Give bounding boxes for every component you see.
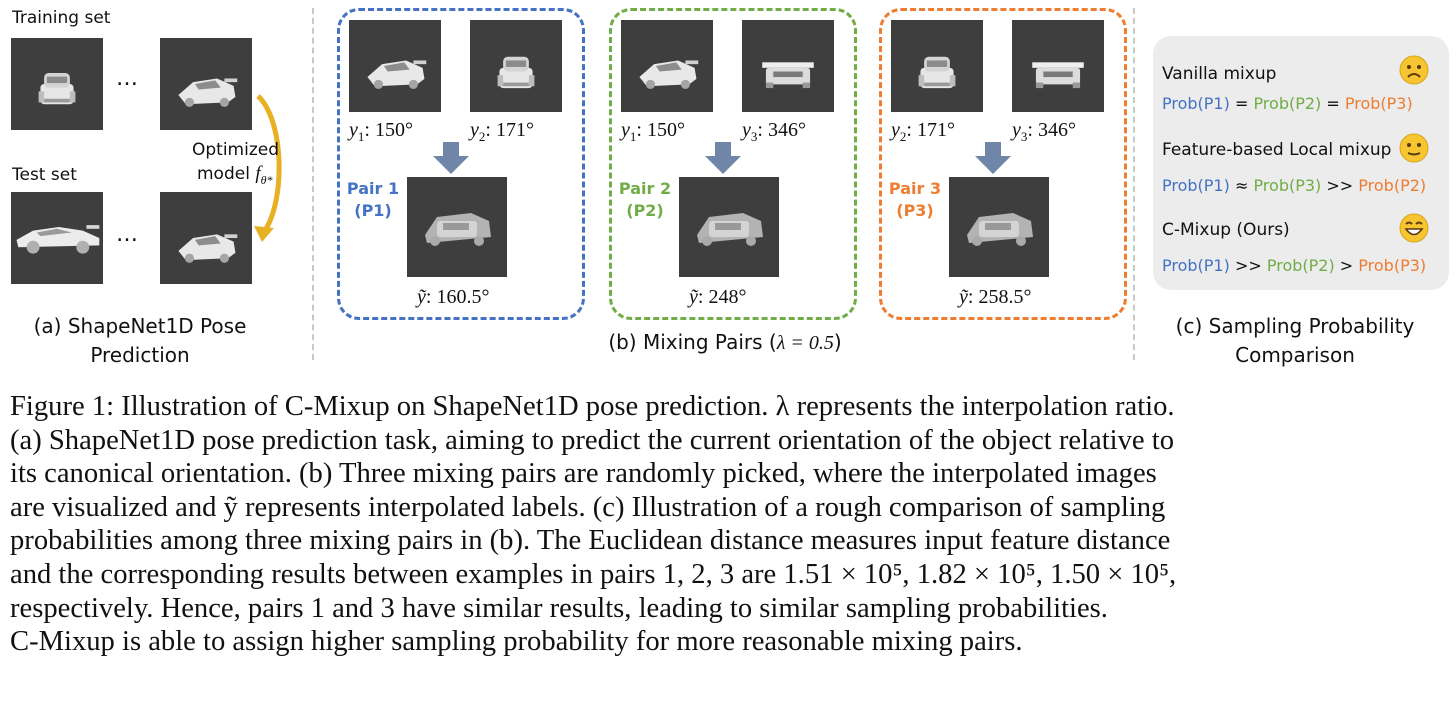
pair-box-1 — [337, 8, 585, 320]
pair-2-tag: Pair 2(P2) — [618, 179, 672, 220]
model-label: model fθ* — [197, 163, 273, 187]
pair-1-label-a: y1: 150° — [349, 119, 413, 144]
caption-line: Figure 1: Illustration of C-Mixup on Sha… — [10, 391, 1175, 422]
sampling-probability-panel: Vanilla mixup Prob(P1) = Prob(P2) = Prob… — [1153, 36, 1449, 290]
pair-2-source-image-a — [621, 20, 713, 112]
training-set-label: Training set — [12, 8, 111, 28]
test-car-image-1 — [11, 192, 103, 284]
caption-line: its canonical orientation. (b) Three mix… — [10, 458, 1157, 490]
sad-face-icon — [1399, 55, 1429, 85]
pair-2-source-image-b — [742, 20, 834, 112]
pair-box-2 — [609, 8, 857, 320]
pair-3-source-image-a — [891, 20, 983, 112]
neutral-face-icon — [1399, 133, 1429, 163]
optimized-label: Optimized — [192, 140, 280, 160]
train-car-image-2 — [160, 38, 252, 130]
separator-right — [1133, 8, 1135, 360]
vanilla-mixup-probabilities: Prob(P1) = Prob(P2) = Prob(P3) — [1162, 94, 1413, 113]
caption-line: are visualized and ỹ represents interpol… — [10, 491, 1166, 523]
local-mixup-label: Feature-based Local mixup — [1162, 140, 1392, 160]
pair-1-source-image-a — [349, 20, 441, 112]
pair-2-label-a: y1: 150° — [621, 119, 685, 144]
pair-1-down-arrow — [433, 142, 469, 174]
local-mixup-probabilities: Prob(P1) ≈ Prob(P3) >> Prob(P2) — [1162, 176, 1427, 195]
pair-2-mixed-image — [679, 177, 779, 277]
pair-3-mixed-label: ỹ: 258.5° — [959, 286, 1032, 308]
separator-left — [312, 8, 314, 360]
vanilla-mixup-label: Vanilla mixup — [1162, 64, 1277, 84]
test-set-label: Test set — [12, 165, 77, 185]
pair-2-label-b: y3: 346° — [742, 119, 806, 144]
pair-2-mixed-label: ỹ: 248° — [689, 286, 747, 308]
train-ellipsis: … — [116, 66, 138, 91]
test-car-image-2 — [160, 192, 252, 284]
figure-caption: Figure 1: Illustration of C-Mixup on Sha… — [10, 390, 1452, 659]
c-mixup-label: C-Mixup (Ours) — [1162, 220, 1290, 240]
pair-3-down-arrow — [975, 142, 1011, 174]
pair-3-label-b: y3: 346° — [1012, 119, 1076, 144]
pair-1-label-b: y2: 171° — [470, 119, 534, 144]
panel-b-caption: (b) Mixing Pairs (λ = 0.5) — [608, 330, 842, 354]
model-arrow-curve — [254, 94, 282, 242]
caption-line: C-Mixup is able to assign higher samplin… — [10, 626, 1023, 658]
c-mixup-probabilities: Prob(P1) >> Prob(P2) > Prob(P3) — [1162, 256, 1427, 275]
pair-1-tag: Pair 1(P1) — [346, 179, 400, 220]
grin-face-icon — [1399, 213, 1429, 243]
caption-line: and the corresponding results between ex… — [10, 558, 1177, 590]
panel-c-caption: (c) Sampling Probability Comparison — [1175, 314, 1415, 367]
panel-a-caption: (a) ShapeNet1D Pose Prediction — [33, 314, 247, 367]
pair-1-mixed-label: ỹ: 160.5° — [417, 286, 490, 308]
pair-1-source-image-b — [470, 20, 562, 112]
pair-3-label-a: y2: 171° — [891, 119, 955, 144]
pair-box-3 — [879, 8, 1127, 320]
pair-1-mixed-image — [407, 177, 507, 277]
caption-line: respectively. Hence, pairs 1 and 3 have … — [10, 592, 1108, 624]
caption-line: (a) ShapeNet1D pose prediction task, aim… — [10, 424, 1175, 456]
pair-3-tag: Pair 3(P3) — [888, 179, 942, 220]
test-ellipsis: … — [116, 222, 138, 247]
train-car-image-1 — [11, 38, 103, 130]
pair-3-mixed-image — [949, 177, 1049, 277]
pair-3-source-image-b — [1012, 20, 1104, 112]
caption-line: probabilities among three mixing pairs i… — [10, 525, 1171, 557]
pair-2-down-arrow — [705, 142, 741, 174]
